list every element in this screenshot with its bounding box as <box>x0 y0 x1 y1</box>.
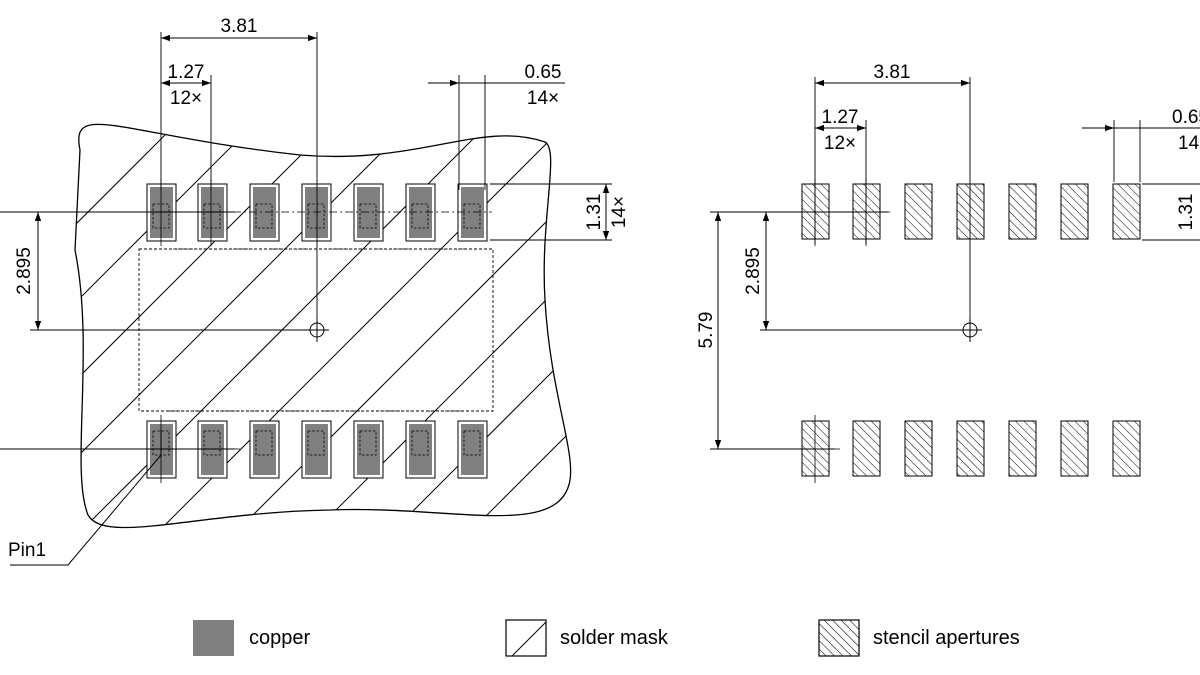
left-pad-count: 14× <box>527 88 559 109</box>
copper-pad <box>405 420 436 479</box>
left-row-offset: 2.895 <box>14 247 35 295</box>
legend-stencil-swatch <box>818 619 860 657</box>
copper-pad <box>405 183 436 242</box>
copper-pad <box>197 183 228 242</box>
solder-mask-hatch-line <box>988 100 1200 560</box>
stencil-aperture <box>904 420 933 477</box>
solder-mask-hatch-line <box>75 124 201 528</box>
right-aperture-group <box>795 178 1141 483</box>
left-pitch-total: 3.81 <box>221 16 258 37</box>
copper-pad <box>353 420 384 479</box>
stencil-aperture <box>1060 420 1089 477</box>
stencil-aperture <box>1008 183 1037 240</box>
left-dimension-lines <box>34 34 610 330</box>
legend-solder-mask-swatch <box>505 619 547 657</box>
stencil-aperture <box>852 420 881 477</box>
stencil-aperture <box>956 183 985 240</box>
right-row-offset: 2.895 <box>743 247 764 295</box>
solder-mask-hatch-line <box>1144 100 1200 560</box>
left-center-mark <box>305 318 329 342</box>
pin1-label: Pin1 <box>8 540 46 561</box>
solder-mask-hatch-line <box>285 124 571 528</box>
left-pad-height-count: 14× <box>609 196 630 228</box>
stencil-aperture <box>852 183 881 240</box>
left-pitch: 1.27 <box>168 62 205 83</box>
copper-pad <box>353 183 384 242</box>
stencil-aperture <box>956 420 985 477</box>
stencil-aperture <box>904 183 933 240</box>
copper-pad <box>301 183 332 242</box>
left-pad-width: 0.65 <box>525 62 562 83</box>
solder-mask-hatch-line <box>129 124 571 528</box>
stencil-aperture <box>1060 183 1089 240</box>
right-center-mark <box>958 318 982 342</box>
pin1-leader <box>10 430 162 566</box>
stencil-aperture <box>1112 183 1141 240</box>
left-footprint-view: 3.81 1.27 12× 0.65 14× 1.31 14× 2.895 Pi… <box>0 16 1200 566</box>
stencil-aperture <box>801 183 830 240</box>
left-pitch-count: 12× <box>170 88 202 109</box>
right-pad-height: 1.31 <box>1176 194 1197 231</box>
right-pad-width: 0.65 <box>1172 107 1200 128</box>
copper-pad <box>197 420 228 479</box>
copper-pad <box>249 420 280 479</box>
right-pitch: 1.27 <box>822 107 859 128</box>
left-pad-height: 1.31 <box>584 194 605 231</box>
copper-pad <box>457 420 488 479</box>
stencil-aperture <box>1008 420 1037 477</box>
legend-solder-mask-label: solder mask <box>560 627 669 649</box>
solder-mask-hatch-line <box>1066 100 1200 560</box>
legend-stencil-label: stencil apertures <box>873 627 1020 649</box>
copper-pad <box>301 420 332 479</box>
copper-pad <box>146 183 177 242</box>
right-pitch-total: 3.81 <box>874 62 911 83</box>
right-stencil-view: 3.81 1.27 12× 0.65 14× 1.31 2.895 5.79 <box>696 62 1200 483</box>
right-pitch-count: 12× <box>824 133 856 154</box>
legend-copper-label: copper <box>249 627 310 649</box>
right-extension-lines <box>710 77 1200 450</box>
legend-copper-swatch <box>193 620 234 656</box>
solder-mask-hatch-line <box>207 124 571 528</box>
right-row-spacing: 5.79 <box>696 312 717 349</box>
solder-mask-hatch-line <box>363 124 571 528</box>
stencil-aperture <box>801 420 830 477</box>
solder-mask-hatch-line <box>75 124 279 528</box>
stencil-aperture <box>1112 420 1141 477</box>
legend: copper solder mask stencil apertures <box>193 619 1020 657</box>
solder-mask-hatch-line <box>441 124 571 528</box>
right-pad-count: 14× <box>1178 133 1200 154</box>
copper-pad <box>457 183 488 242</box>
right-dimension-lines <box>714 79 1200 449</box>
copper-pad <box>249 183 280 242</box>
